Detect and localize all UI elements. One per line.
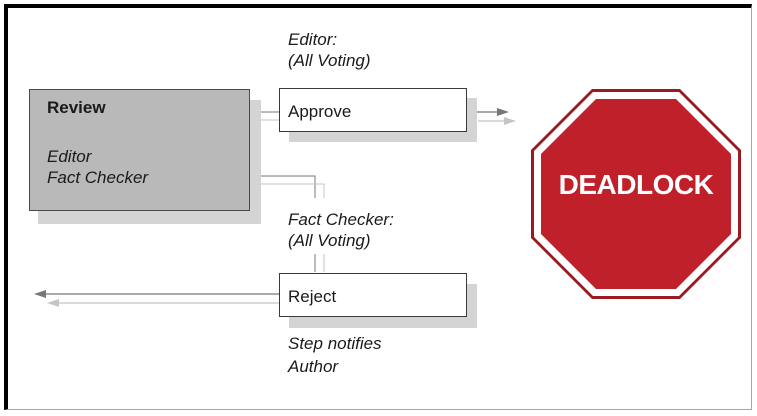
review-box	[29, 89, 250, 211]
reject-label: Reject	[288, 287, 337, 306]
diagram-frame	[4, 4, 752, 410]
connector-review-reject	[250, 175, 316, 198]
review-role-fact-checker: Fact Checker	[47, 168, 149, 187]
deadlock-label: DEADLOCK	[558, 169, 714, 200]
stop-sign-face	[541, 99, 731, 289]
reject-caption-role: Fact Checker:	[288, 210, 394, 229]
reject-box	[279, 273, 467, 317]
approve-caption-role: Editor:	[288, 30, 338, 49]
arrowhead-reject-out	[34, 290, 46, 298]
review-title: Review	[47, 98, 106, 117]
approve-box	[279, 88, 467, 132]
reject-caption-voting: (All Voting)	[288, 231, 371, 250]
stop-sign-icon	[531, 89, 741, 299]
approve-caption-voting: (All Voting)	[288, 51, 371, 70]
reject-note-line-2: Author	[288, 357, 339, 376]
reject-note-line-1: Step notifies	[288, 334, 382, 353]
arrowhead-reject-out-shadow	[47, 299, 59, 307]
arrowhead-approve-out-shadow	[504, 117, 516, 125]
approve-label: Approve	[288, 102, 352, 121]
review-role-editor: Editor	[47, 147, 92, 166]
connector-review-reject-shadow	[250, 183, 325, 198]
arrowhead-approve-out	[497, 108, 509, 116]
